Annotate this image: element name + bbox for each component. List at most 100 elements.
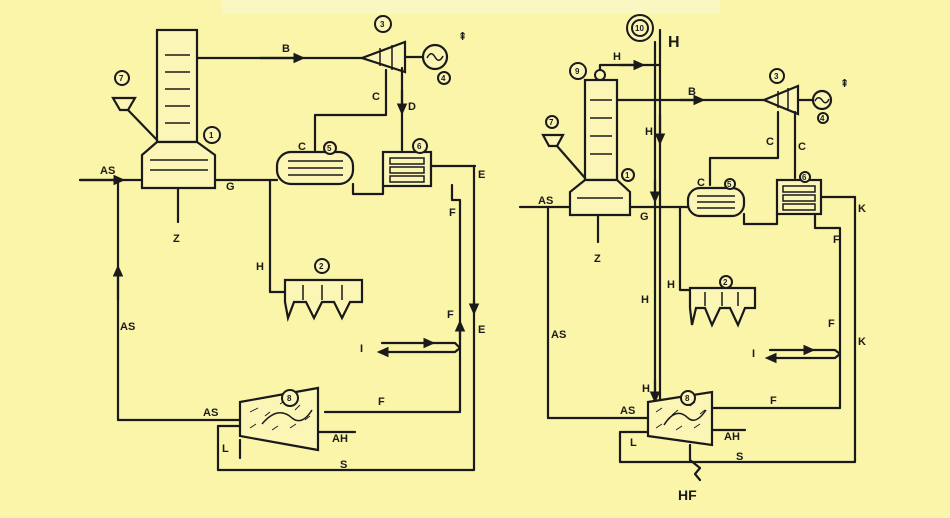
label-i: I [360, 343, 363, 355]
badge-pump: 7 [119, 74, 124, 83]
label-s: S [340, 459, 347, 471]
label-h2: H [645, 126, 653, 138]
pipe-c1 [313, 68, 388, 152]
numbered-circle-icon: 3 [769, 68, 785, 84]
pipe-c1 [708, 110, 780, 187]
label-ah: AH [724, 431, 740, 443]
badge-turbine: 3 [774, 72, 779, 81]
badge-hx2: 6 [417, 142, 422, 151]
label-g: G [640, 211, 649, 223]
label-e2: E [478, 324, 485, 336]
svg-text:⇞: ⇞ [840, 78, 849, 90]
label-c1: C [372, 91, 380, 103]
right-diagram: 10 H [518, 14, 866, 503]
label-d: D [408, 101, 416, 113]
label-g: G [226, 181, 235, 193]
label-b: B [688, 86, 696, 98]
pipe-h [268, 178, 287, 294]
badge-generator: 4 [441, 74, 446, 83]
label-ah: AH [332, 433, 348, 445]
pipe-e-right [216, 164, 476, 472]
heat-exchanger-1 [275, 150, 355, 186]
label-f2: F [828, 318, 835, 330]
filter-icon [688, 286, 757, 328]
label-as-vertical: AS [551, 329, 566, 341]
pipe-f [703, 212, 842, 410]
badge-column: 1 [625, 171, 630, 180]
collector [646, 390, 714, 447]
label-h1: H [613, 51, 621, 63]
label-k2: K [858, 336, 866, 348]
badge-collector: 8 [287, 394, 292, 403]
badge-special: 10 [635, 24, 644, 33]
hopper [111, 96, 159, 142]
label-l: L [222, 443, 229, 455]
numbered-circle-icon: 7 [545, 115, 559, 129]
heat-exchanger-1 [686, 186, 746, 218]
badge-boiler: 7 [549, 118, 554, 127]
heat-exchanger-2 [381, 150, 433, 188]
header-strip [222, 0, 720, 14]
label-l: L [630, 437, 637, 449]
pipe-k-right [618, 195, 857, 464]
distillation-column [568, 78, 632, 217]
distillation-column [140, 28, 217, 190]
hopper [541, 133, 587, 180]
numbered-circle-icon: 1 [621, 168, 635, 182]
numbered-circle-icon: 6 [412, 138, 428, 154]
numbered-circle-icon: 9 [569, 62, 587, 80]
label-c3: C [697, 177, 705, 189]
label-as-in: AS [100, 165, 115, 177]
label-hf: HF [678, 487, 697, 503]
numbered-circle-icon: 2 [314, 258, 330, 274]
label-h-top: H [668, 34, 680, 51]
badge-filter: 2 [723, 278, 728, 287]
numbered-circle-icon: 2 [719, 275, 733, 289]
generator-icon [421, 43, 449, 71]
label-z: Z [173, 233, 180, 245]
numbered-circle-icon: 8 [281, 389, 299, 407]
numbered-circle-icon: 6 [799, 171, 811, 183]
label-as-in: AS [538, 195, 553, 207]
turbine [358, 40, 407, 74]
pipe-h-filter [678, 205, 692, 292]
label-c1: C [766, 136, 774, 148]
filter-icon [283, 278, 364, 323]
badge-pump: 9 [575, 67, 580, 76]
badge-column: 1 [209, 131, 214, 140]
numbered-circle-icon: 5 [323, 141, 337, 155]
numbered-circle-icon: 8 [680, 390, 696, 406]
collector [238, 386, 320, 452]
heat-exchanger-2 [775, 178, 823, 216]
badge-turbine: 3 [380, 20, 385, 29]
badge-hx1: 5 [727, 180, 732, 189]
pipe-as-vertical [546, 205, 650, 420]
numbered-circle-icon: 10 [626, 14, 654, 42]
label-h5: H [642, 383, 650, 395]
pipe-hf [688, 443, 702, 482]
label-k: K [858, 203, 866, 215]
turbine [761, 84, 800, 116]
svg-text:⇞: ⇞ [458, 31, 467, 43]
badge-hx1: 5 [327, 144, 332, 153]
label-f3: F [378, 396, 385, 408]
label-f1: F [449, 207, 456, 219]
numbered-circle-icon: 3 [374, 15, 392, 33]
label-i: I [752, 348, 755, 360]
badge-generator: 4 [820, 114, 825, 123]
numbered-circle-icon: 4 [437, 71, 451, 85]
generator-icon [811, 89, 833, 111]
left-diagram: ⇞ [78, 15, 485, 472]
badge-filter: 2 [319, 262, 324, 271]
label-e: E [478, 169, 485, 181]
label-f3: F [770, 395, 777, 407]
numbered-circle-icon: 7 [114, 70, 130, 86]
label-z: Z [594, 253, 601, 265]
numbered-circle-icon: 1 [203, 126, 221, 144]
label-c2: C [298, 141, 306, 153]
badge-hx2: 6 [802, 173, 807, 182]
label-as-bottom: AS [203, 407, 218, 419]
numbered-circle-icon: 4 [817, 112, 829, 124]
numbered-circle-icon: 5 [724, 178, 736, 190]
